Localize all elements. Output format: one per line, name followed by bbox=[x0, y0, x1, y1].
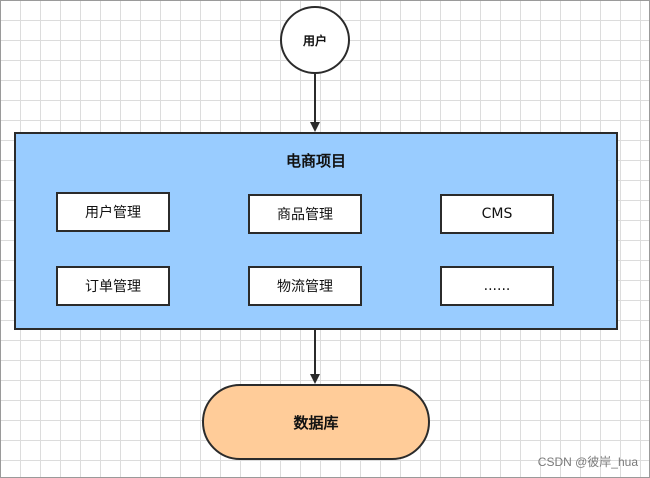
database-node[interactable]: 数据库 bbox=[202, 384, 430, 460]
module-more[interactable]: ...... bbox=[440, 266, 554, 306]
module-label: 商品管理 bbox=[277, 207, 333, 223]
module-product-management[interactable]: 商品管理 bbox=[248, 194, 362, 234]
user-node[interactable]: 用户 bbox=[280, 6, 350, 74]
module-label: CMS bbox=[481, 206, 513, 222]
module-label: 物流管理 bbox=[277, 279, 333, 295]
module-order-management[interactable]: 订单管理 bbox=[56, 266, 170, 306]
database-label: 数据库 bbox=[293, 413, 339, 432]
user-label: 用户 bbox=[302, 33, 327, 48]
module-user-management[interactable]: 用户管理 bbox=[56, 192, 170, 232]
module-logistics-management[interactable]: 物流管理 bbox=[248, 266, 362, 306]
module-label: ...... bbox=[483, 278, 511, 294]
csdn-watermark: CSDN @彼岸_hua bbox=[537, 455, 638, 469]
project-title: 电商项目 bbox=[285, 152, 346, 170]
module-cms[interactable]: CMS bbox=[440, 194, 554, 234]
module-label: 订单管理 bbox=[85, 279, 141, 295]
module-label: 用户管理 bbox=[85, 205, 141, 221]
project-container[interactable]: 电商项目 用户管理 商品管理 CMS 订单管理 物流管理 ...... bbox=[14, 132, 618, 330]
